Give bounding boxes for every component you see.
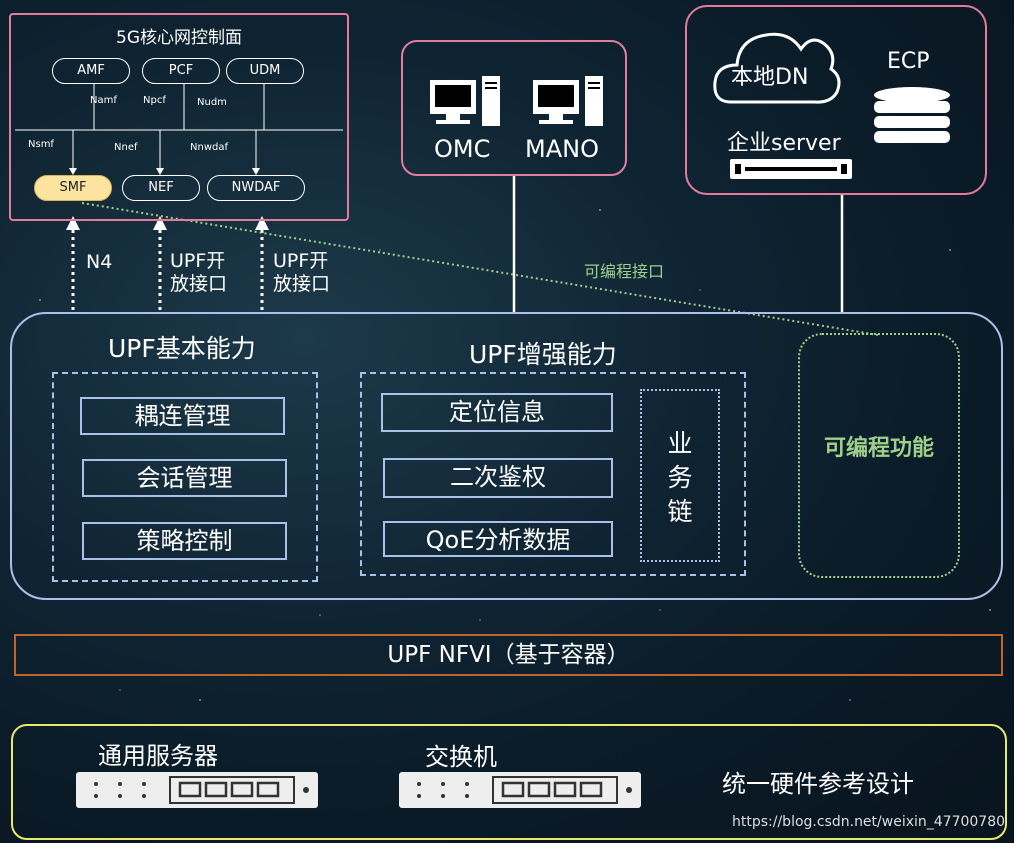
- upf-enhanced-group: [360, 372, 746, 576]
- basic-item-policy-control[interactable]: 策略控制: [82, 522, 287, 560]
- omc-computer-icon: [430, 76, 500, 126]
- hardware-box: [11, 724, 1007, 840]
- enterprise-server-label: 企业server: [727, 131, 841, 156]
- programmable-function-label: 可编程功能: [823, 436, 934, 461]
- n4-label: N4: [86, 251, 113, 273]
- omc-label: OMC: [434, 135, 491, 163]
- nf-smf[interactable]: SMF: [34, 175, 112, 201]
- nf-nef[interactable]: NEF: [122, 175, 200, 201]
- upf-open-interface-label-1: UPF开 放接口: [170, 250, 228, 295]
- if-label-nnwdaf: Nnwdaf: [190, 142, 228, 153]
- if-label-namf: Namf: [90, 95, 117, 106]
- upf-basic-group: [52, 372, 318, 582]
- basic-item-coupling-mgmt[interactable]: 耦连管理: [80, 397, 285, 435]
- upf-enhanced-title: UPF增强能力: [469, 340, 617, 369]
- basic-item-session-mgmt[interactable]: 会话管理: [82, 459, 287, 497]
- service-chain-box[interactable]: 业 务 链: [640, 389, 720, 562]
- nf-nwdaf[interactable]: NWDAF: [207, 175, 305, 201]
- ecp-label: ECP: [887, 49, 930, 74]
- watermark: https://blog.csdn.net/weixin_47700780: [732, 814, 1006, 830]
- if-label-nudm: Nudm: [197, 97, 227, 108]
- core-title: 5G核心网控制面: [116, 28, 242, 48]
- mano-label: MANO: [525, 135, 599, 163]
- programmable-function-box[interactable]: 可编程功能: [798, 333, 960, 578]
- programmable-interface-label: 可编程接口: [584, 262, 665, 281]
- mano-computer-icon: [533, 76, 603, 126]
- nf-udm[interactable]: UDM: [226, 58, 304, 84]
- if-label-nsmf: Nsmf: [28, 139, 54, 150]
- unified-hardware-label: 统一硬件参考设计: [722, 770, 914, 798]
- enhanced-item-qoe-analytics[interactable]: QoE分析数据: [383, 521, 613, 557]
- rack-server-icon: [730, 159, 852, 179]
- edge-box: 本地DN ECP 企业server: [685, 5, 987, 195]
- if-label-nnef: Nnef: [114, 142, 138, 153]
- core-control-plane-box: 5G核心网控制面: [9, 13, 349, 221]
- switch-hardware-icon: [399, 772, 641, 808]
- local-dn-label: 本地DN: [731, 65, 809, 90]
- nf-pcf[interactable]: PCF: [142, 58, 220, 84]
- server-label: 通用服务器: [98, 742, 218, 770]
- upf-basic-title: UPF基本能力: [108, 334, 256, 363]
- upf-nfvi-bar: UPF NFVI（基于容器）: [14, 634, 1003, 676]
- upf-open-interface-label-2: UPF开 放接口: [273, 250, 331, 295]
- enhanced-item-secondary-auth[interactable]: 二次鉴权: [383, 458, 613, 498]
- if-label-npcf: Npcf: [143, 95, 166, 106]
- nf-amf[interactable]: AMF: [52, 58, 130, 84]
- database-icon: [874, 87, 950, 143]
- service-chain-label: 业 务 链: [667, 429, 693, 526]
- switch-label: 交换机: [425, 743, 497, 771]
- server-hardware-icon: [76, 772, 318, 808]
- enhanced-item-location[interactable]: 定位信息: [381, 393, 613, 432]
- cloud-icon: [713, 32, 841, 104]
- mgmt-box: OMC MANO: [401, 40, 627, 176]
- upf-capabilities-box: [10, 312, 1003, 600]
